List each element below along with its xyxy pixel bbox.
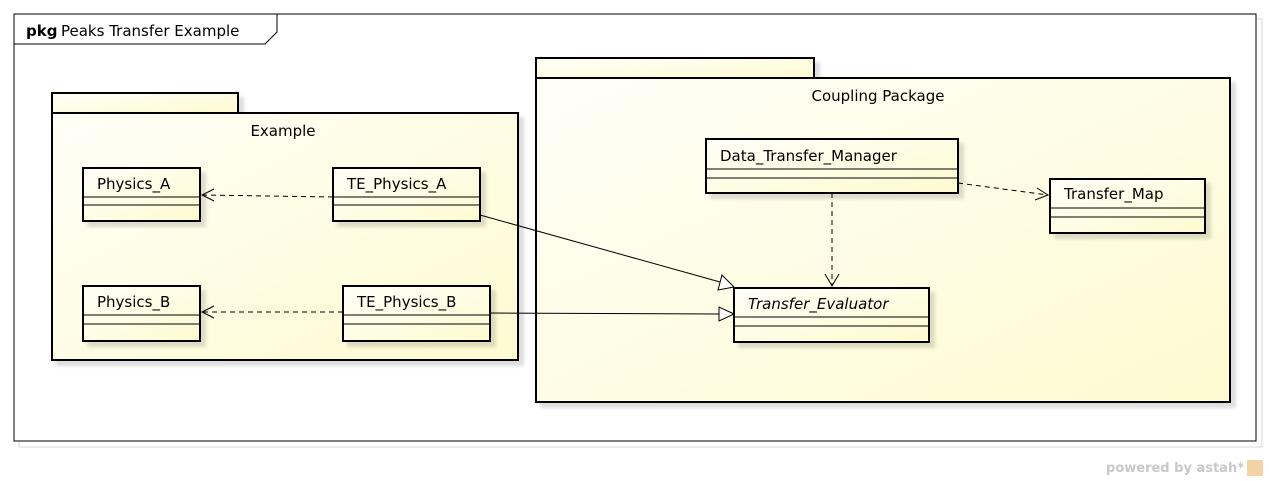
class-te-physics-b[interactable]: TE_Physics_B xyxy=(342,285,491,342)
frame-keyword: pkg xyxy=(26,22,57,40)
class-physics-a[interactable]: Physics_A xyxy=(82,167,201,222)
class-name-data-transfer-manager: Data_Transfer_Manager xyxy=(720,147,898,166)
class-name-transfer-evaluator: Transfer_Evaluator xyxy=(748,295,889,314)
class-name-physics-a: Physics_A xyxy=(97,175,171,194)
class-name-te-physics-a: TE_Physics_A xyxy=(346,175,447,194)
class-name-physics-b: Physics_B xyxy=(97,293,170,312)
class-data-transfer-manager[interactable]: Data_Transfer_Manager xyxy=(705,138,959,194)
class-transfer-map[interactable]: Transfer_Map xyxy=(1049,178,1206,234)
package-label-example: Example xyxy=(250,122,315,140)
credit-text: powered by astah* xyxy=(1106,461,1244,476)
frame-title: Peaks Transfer Example xyxy=(61,22,239,40)
package-label-coupling: Coupling Package xyxy=(812,87,945,105)
dependency-manager-to-transfer-map[interactable] xyxy=(957,182,1050,201)
generalization-te-physics-a-to-transfer-evaluator[interactable] xyxy=(479,214,736,291)
class-name-te-physics-b: TE_Physics_B xyxy=(356,293,456,312)
class-te-physics-a[interactable]: TE_Physics_A xyxy=(332,167,481,222)
dependency-te-physics-a-to-physics-a[interactable] xyxy=(200,188,334,202)
class-transfer-evaluator[interactable]: Transfer_Evaluator xyxy=(733,287,930,343)
dependency-manager-to-transfer-evaluator[interactable] xyxy=(824,193,840,287)
class-name-transfer-map: Transfer_Map xyxy=(1063,185,1163,204)
powered-by-credit: powered by astah* xyxy=(1106,460,1263,476)
generalization-te-physics-b-to-transfer-evaluator[interactable] xyxy=(489,306,736,322)
dependency-te-physics-b-to-physics-b[interactable] xyxy=(200,305,343,319)
class-physics-b[interactable]: Physics_B xyxy=(82,285,201,342)
astah-logo-icon xyxy=(1247,460,1263,476)
package-coupling[interactable]: Coupling Package xyxy=(535,57,1231,403)
